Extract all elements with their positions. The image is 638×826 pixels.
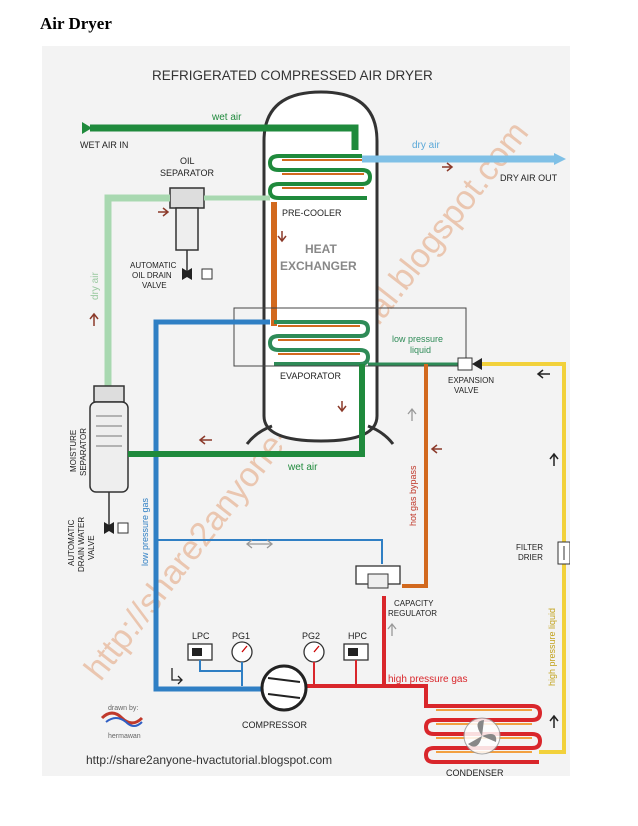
- drain-water-valve-icon: [104, 522, 129, 534]
- heat-exchanger-label-2: EXCHANGER: [280, 259, 357, 273]
- high-pressure-gas-label: high pressure gas: [388, 674, 468, 685]
- lpc-switch-icon: [187, 643, 213, 661]
- hpc-label: HPC: [348, 631, 368, 641]
- compressor-label: COMPRESSOR: [242, 720, 308, 730]
- wet-air-in-arrow: [82, 122, 92, 134]
- high-pressure-liquid-label: high pressure liquid: [547, 608, 557, 686]
- pre-cooler-label: PRE-COOLER: [282, 208, 342, 218]
- oil-drain-valve-icon: [182, 268, 213, 280]
- expansion-valve-label-1: EXPANSION: [448, 376, 494, 385]
- low-pressure-liquid-label-2: liquid: [410, 345, 431, 355]
- low-pressure-gas-pipe: [153, 319, 270, 692]
- filter-drier-label-1: FILTER: [516, 543, 543, 552]
- auto-oil-drain-label-2: OIL DRAIN: [132, 271, 172, 280]
- auto-drain-water-label-2: DRAIN WATER: [77, 517, 86, 572]
- evaporator-frame: [233, 307, 467, 367]
- capacity-regulator-label-2: REGULATOR: [388, 609, 437, 618]
- gauge-lines: [199, 660, 357, 686]
- flow-arrows: [89, 162, 454, 454]
- pre-cooler-coil: [267, 154, 373, 200]
- low-pressure-liquid-label-1: low pressure: [392, 334, 443, 344]
- author-logo-icon: [100, 711, 144, 727]
- pg1-label: PG1: [232, 631, 250, 641]
- hot-gas-bypass-pipe: [402, 364, 428, 588]
- auto-drain-water-label-1: AUTOMATIC: [67, 519, 76, 566]
- footer-url: http://share2anyone-hvactutorial.blogspo…: [86, 753, 332, 767]
- expansion-valve-label-2: VALVE: [454, 386, 479, 395]
- dry-air-out-arrow: [554, 153, 566, 165]
- pg2-gauge-icon: [303, 641, 325, 663]
- dry-air-top-label: dry air: [412, 140, 440, 151]
- tank-leg-right: [367, 424, 395, 445]
- hpc-switch-icon: [343, 643, 369, 661]
- compressor-flow-arrow: [171, 668, 183, 685]
- hot-gas-bypass-label: hot gas bypass: [408, 465, 418, 526]
- oil-separator-label-1: OIL: [180, 156, 195, 166]
- auto-drain-water-label-3: VALVE: [87, 535, 96, 560]
- liquid-flow-arrows: [536, 369, 559, 728]
- pg2-label: PG2: [302, 631, 320, 641]
- diagram-canvas: http://share2anyone-hvactutorial.blogspo…: [67, 68, 570, 776]
- dry-air-vertical-label: dry air: [90, 272, 101, 300]
- filter-drier-icon: [557, 541, 570, 565]
- compressor-icon: [260, 664, 308, 712]
- low-pressure-gas-label: low pressure gas: [140, 497, 150, 566]
- bypass-double-arrow: [245, 539, 274, 549]
- evaporator-coil: [267, 320, 371, 366]
- filter-drier-label-2: DRIER: [518, 553, 543, 562]
- author-label: hermawan: [108, 733, 141, 740]
- auto-oil-drain-label-1: AUTOMATIC: [130, 261, 177, 270]
- wet-air-top-label: wet air: [211, 112, 242, 123]
- lpc-label: LPC: [192, 631, 210, 641]
- heat-exchanger-label-1: HEAT: [305, 242, 337, 256]
- wet-air-in-label: WET AIR IN: [80, 140, 128, 150]
- moisture-separator: [89, 385, 129, 528]
- auto-oil-drain-label-3: VALVE: [142, 281, 167, 290]
- oil-separator-label-2: SEPARATOR: [160, 168, 215, 178]
- dry-air-return-pipe: [104, 194, 170, 386]
- wet-air-bottom-label: wet air: [287, 462, 318, 473]
- tank-leg-left: [245, 424, 273, 445]
- high-pressure-gas-pipe: [304, 596, 432, 708]
- capacity-regulator-label-1: CAPACITY: [394, 599, 434, 608]
- wet-air-in-pipe: [90, 124, 359, 150]
- drawn-by-label: drawn by:: [108, 705, 138, 712]
- page-heading: Air Dryer: [40, 14, 112, 33]
- condenser-fan-icon: [463, 717, 501, 755]
- diagram-title: REFRIGERATED COMPRESSED AIR DRYER: [152, 68, 433, 83]
- air-dryer-diagram: http://share2anyone-hvactutorial.blogspo…: [42, 46, 570, 776]
- moisture-separator-label-2: SEPARATOR: [79, 428, 88, 476]
- capacity-flow-arrows: [387, 407, 417, 636]
- condenser-label: CONDENSER: [446, 768, 504, 776]
- wet-air-bottom-pipe: [128, 364, 365, 457]
- expansion-valve-icon: [457, 357, 482, 371]
- dry-air-out-label: DRY AIR OUT: [500, 173, 558, 183]
- pg1-gauge-icon: [231, 641, 253, 663]
- capacity-regulator-icon: [355, 565, 401, 589]
- moisture-separator-label-1: MOISTURE: [69, 430, 78, 472]
- evaporator-label: EVAPORATOR: [280, 371, 342, 381]
- bypass-blue-pipe: [156, 539, 383, 564]
